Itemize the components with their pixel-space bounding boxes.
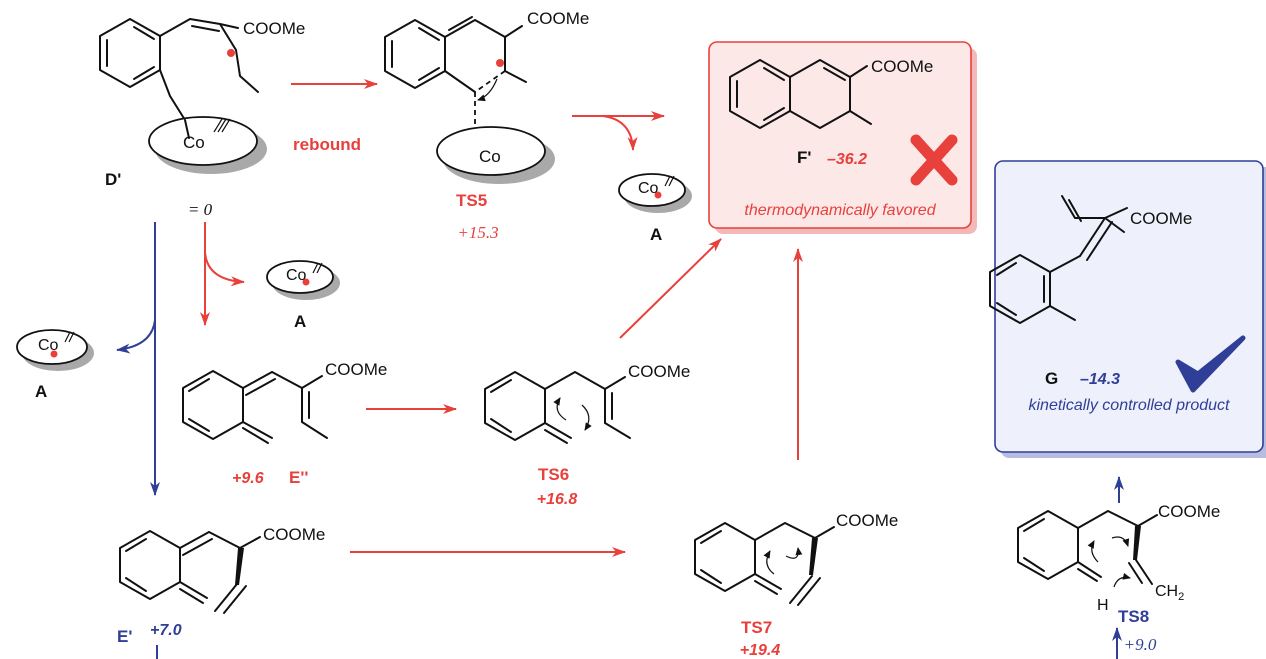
a-left-label: A — [35, 382, 47, 401]
e-double-prime-label: E'' — [289, 468, 308, 487]
e-double-prime-group: COOMe — [325, 360, 387, 379]
ts7-label: TS7 — [741, 618, 772, 637]
structure-ts7 — [694, 522, 835, 606]
complex-a-top — [618, 173, 692, 213]
arrow-release-a-mid — [204, 251, 245, 287]
disfavored-cross-icon — [910, 134, 958, 186]
ts6-group: COOMe — [628, 362, 690, 381]
d-prime-group: COOMe — [243, 19, 305, 38]
ts8-label: TS8 — [1118, 607, 1149, 626]
structure-ts6 — [484, 371, 631, 444]
a-mid-metal: Co — [286, 267, 307, 284]
ts7-energy: +19.4 — [740, 642, 781, 659]
g-energy: –14.3 — [1080, 371, 1120, 388]
ts5-metal: Co — [479, 147, 501, 166]
structure-g — [989, 195, 1128, 324]
structure-ts5 — [384, 16, 555, 184]
complex-a-left — [16, 329, 94, 371]
f-prime-energy: –36.2 — [827, 151, 867, 168]
ts8-ch: CH — [1155, 583, 1178, 600]
favored-check-icon — [1175, 335, 1246, 393]
e-double-prime-energy: +9.6 — [232, 470, 264, 487]
e-prime-energy: +7.0 — [150, 622, 182, 639]
arrow-release-a-top — [602, 115, 638, 151]
structure-f-prime — [729, 59, 872, 129]
g-group: COOMe — [1130, 209, 1192, 228]
a-left-metal: Co — [38, 337, 59, 354]
g-note: kinetically controlled product — [1029, 397, 1231, 414]
f-prime-note: thermodynamically favored — [744, 202, 936, 219]
ts5-energy: +15.3 — [457, 223, 498, 242]
structure-e-prime — [119, 530, 261, 614]
e-prime-label: E' — [117, 627, 132, 646]
a-mid-label: A — [294, 312, 306, 331]
e-prime-group: COOMe — [263, 525, 325, 544]
g-label: G — [1045, 369, 1058, 388]
d-prime-energy: = 0 — [188, 200, 213, 219]
ts6-energy: +16.8 — [537, 491, 578, 508]
ts7-group: COOMe — [836, 511, 898, 530]
rebound-label: rebound — [293, 135, 361, 154]
ts8-h: H — [1097, 597, 1109, 614]
d-prime-metal: Co — [183, 133, 205, 152]
ts8-energy: +9.0 — [1124, 635, 1157, 654]
f-prime-label: F' — [797, 148, 811, 167]
ts8-subscript: 2 — [1178, 591, 1184, 603]
arrow-release-a-left — [116, 319, 156, 354]
a-top-label: A — [650, 225, 662, 244]
ts5-group: COOMe — [527, 9, 589, 28]
ts6-label: TS6 — [538, 465, 569, 484]
structure-e-double-prime — [182, 370, 328, 444]
product-box-f-prime — [708, 41, 977, 234]
ts8-group: COOMe — [1158, 502, 1220, 521]
ts8-ch2: CH2 — [1155, 583, 1184, 603]
complex-a-mid — [266, 260, 340, 300]
ts5-label: TS5 — [456, 191, 487, 210]
d-prime-label: D' — [105, 170, 121, 189]
radical-dot — [227, 49, 235, 57]
f-prime-group: COOMe — [871, 57, 933, 76]
structure-ts8 — [1017, 510, 1158, 588]
structure-d-prime — [99, 18, 267, 174]
arrow-ts6-to-f — [619, 238, 722, 339]
a-top-metal: Co — [638, 180, 659, 197]
